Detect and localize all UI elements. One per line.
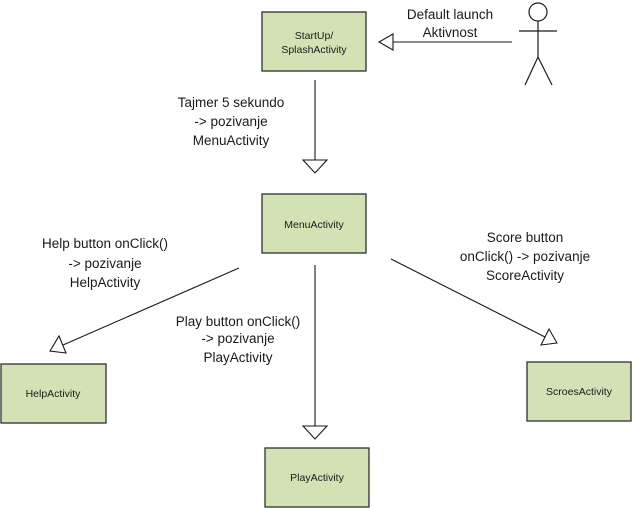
edge-label-timer-line-1: Tajmer 5 sekundo (178, 95, 285, 110)
edge-label-score-line-2: onClick() -> pozivanje (460, 249, 590, 264)
edge-play-arrowhead (301, 425, 329, 440)
edge-label-play: Play button onClick() -> pozivanje PlayA… (176, 314, 301, 365)
node-splash-activity: StartUp/ SplashActivity (261, 11, 367, 72)
edge-label-play-line-1: Play button onClick() (176, 314, 301, 329)
edge-label-help-line-2: -> pozivanje (68, 256, 141, 271)
edge-menu-to-help (49, 267, 240, 354)
edge-label-score: Score button onClick() -> pozivanje Scor… (460, 230, 590, 283)
edge-label-play-line-3: PlayActivity (203, 350, 272, 365)
edge-timer-arrowhead (301, 159, 329, 174)
node-help-activity: HelpActivity (0, 363, 107, 424)
edge-menu-to-play (301, 265, 329, 440)
edge-label-help: Help button onClick() -> pozivanje HelpA… (42, 236, 168, 290)
edge-label-score-line-3: ScoreActivity (486, 268, 564, 283)
node-splash-label-line-1: StartUp/ (295, 30, 334, 42)
edge-label-launch-line-2: Aktivnost (423, 25, 478, 40)
node-menu-label: MenuActivity (284, 219, 344, 231)
node-menu-activity: MenuActivity (261, 193, 367, 254)
node-play-activity: PlayActivity (264, 447, 370, 508)
edge-label-launch: Default launch Aktivnost (407, 7, 493, 40)
edge-label-timer: Tajmer 5 sekundo -> pozivanje MenuActivi… (178, 95, 285, 148)
node-play-label: PlayActivity (290, 472, 344, 484)
edge-label-help-line-1: Help button onClick() (42, 236, 168, 251)
edge-splash-to-menu (301, 80, 329, 174)
edge-launch-arrowhead (377, 33, 394, 51)
edge-label-help-line-3: HelpActivity (70, 275, 141, 290)
edge-help-arrowhead (49, 334, 67, 354)
edge-label-score-line-1: Score button (487, 230, 564, 245)
edge-label-launch-line-1: Default launch (407, 7, 493, 22)
node-help-label: HelpActivity (26, 388, 82, 400)
edge-label-timer-line-3: MenuActivity (193, 133, 270, 148)
node-scores-activity: ScroesActivity (526, 361, 632, 422)
node-scores-label: ScroesActivity (546, 386, 613, 398)
edge-menu-to-scores (390, 258, 558, 346)
stick-figure-actor-icon (519, 2, 557, 86)
node-splash-label-line-2: SplashActivity (281, 44, 347, 56)
edge-label-timer-line-2: -> pozivanje (194, 114, 267, 129)
edge-score-arrowhead (540, 327, 558, 346)
edge-label-play-line-2: -> pozivanje (201, 331, 274, 346)
edge-launch-to-splash (377, 33, 512, 51)
